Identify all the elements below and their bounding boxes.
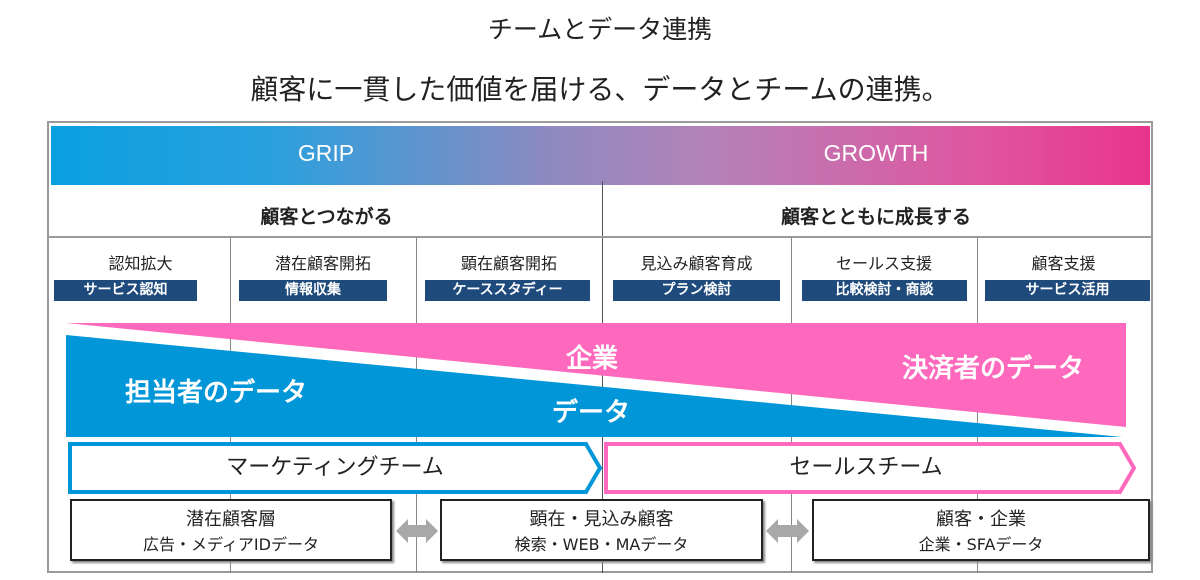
grip-growth-band [51,126,1150,185]
stage-badge: サービス活用 [985,280,1150,301]
stage-badge: サービス認知 [54,280,197,301]
box-title: 潜在顧客層 [186,509,276,530]
decision-maker-data-label: 決済者のデータ [902,354,1085,384]
sales-team-label: セールスチーム [789,455,943,480]
page-title: チームとデータ連携 [487,15,713,44]
phase-divider [602,181,603,573]
box-sub: 広告・メディアIDデータ [143,535,319,554]
box-title: 顧客・企業 [936,509,1026,530]
sales-team-arrow [604,442,1137,494]
box-sub: 企業・SFAデータ [918,535,1044,554]
company-data-wedge [66,323,1126,427]
stage-label: 見込み顧客育成 [640,254,753,273]
person-data-wedge [66,335,1122,437]
grip-label: GRIP [297,140,355,166]
stage-label: 潜在顧客開拓 [274,254,371,273]
person-data-label: 担当者のデータ [125,378,308,408]
double-arrow-icon [396,519,438,543]
data-label: データ [552,398,631,428]
marketing-team-label: マーケティングチーム [226,455,444,480]
double-arrow-icon [766,519,809,543]
box-title: 顕在・見込み顧客 [529,509,674,530]
stage-label: 顕在顧客開拓 [460,254,557,273]
stage-label: 認知拡大 [108,254,173,273]
stage-badge: 情報収集 [239,280,387,301]
column-divider [791,237,792,573]
data-box-customer: 顧客・企業 企業・SFAデータ [812,499,1150,561]
marketing-team-arrow [68,442,603,494]
growth-label: GROWTH [823,140,929,166]
diagram-frame [47,121,1153,573]
stage-badge: 比較検討・商談 [802,280,967,301]
stage-badge: プラン検討 [613,280,780,301]
stage-label: セールス支援 [835,254,932,273]
stage-label: 顧客支援 [1031,254,1096,273]
row-divider [47,236,1153,238]
phase-grow: 顧客とともに成長する [780,206,971,228]
data-box-potential: 潜在顧客層 広告・メディアIDデータ [70,499,392,561]
phase-connect: 顧客とつながる [260,206,393,228]
stage-badge: ケーススタディー [425,280,590,301]
data-box-prospect: 顕在・見込み顧客 検索・WEB・MAデータ [440,499,763,561]
company-label: 企業 [566,344,619,374]
page-subtitle: 顧客に一貫した価値を届ける、データとチームの連携。 [250,73,950,106]
box-sub: 検索・WEB・MAデータ [514,535,689,554]
